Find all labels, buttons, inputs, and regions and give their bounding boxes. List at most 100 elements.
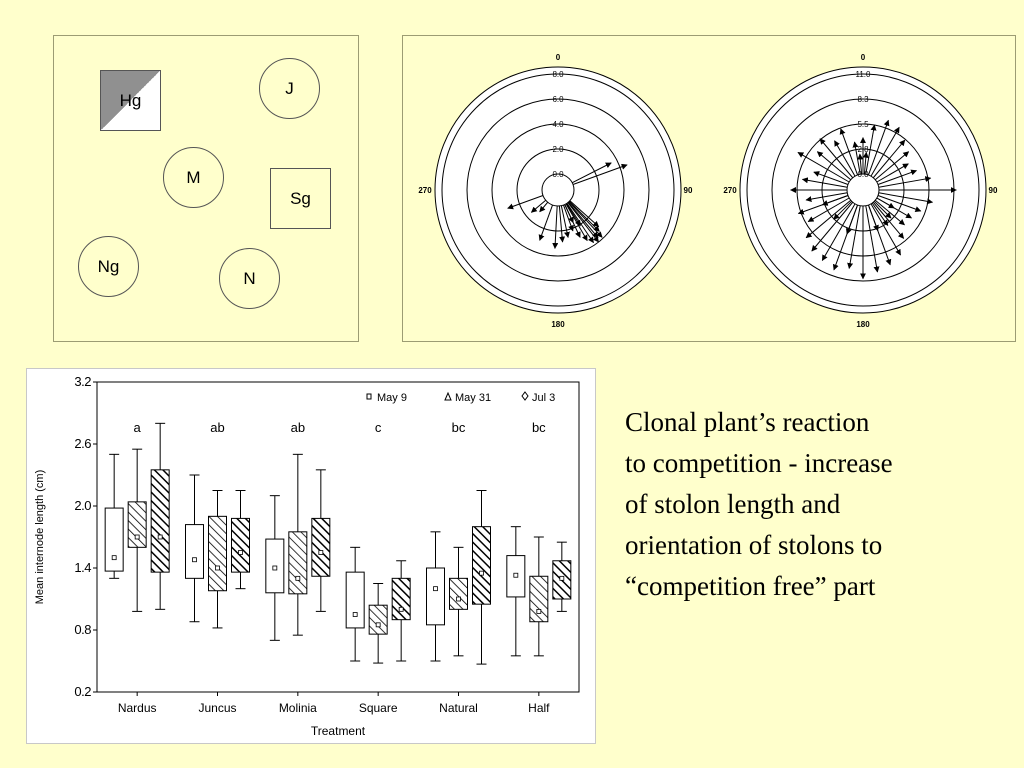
polar-stolon-arrow	[874, 151, 910, 181]
x-tick-label: Juncus	[198, 701, 236, 715]
legend-label: Jul 3	[532, 392, 555, 404]
polar-direction-label: 90	[989, 186, 998, 195]
polar-stolon-arrow	[805, 199, 852, 239]
polar-stolon-arrow	[563, 204, 574, 232]
median-marker	[456, 596, 461, 602]
polar-stolon-arrow	[857, 153, 864, 175]
polar-stolon-arrow	[876, 197, 895, 209]
median-marker	[318, 550, 324, 555]
polar-stolon-arrow	[877, 169, 918, 185]
box-may-31	[368, 583, 388, 664]
plot-hg-square: Hg	[100, 70, 161, 131]
box-iqr	[104, 507, 124, 572]
polar-stolon-arrow	[819, 138, 854, 179]
polar-stolon-arrow	[560, 205, 570, 239]
caption-line: to competition - increase	[625, 448, 893, 478]
polar-stolon-arrow	[839, 128, 858, 176]
polar-grid-ring	[491, 123, 625, 257]
polar-stolon-arrow	[811, 201, 854, 252]
box-jul-3	[391, 560, 411, 662]
polar-stolon-arrow	[862, 151, 869, 175]
polar-stolon-arrow	[865, 205, 880, 273]
y-tick-label: 2.0	[74, 498, 91, 513]
box-iqr	[426, 567, 445, 626]
box-may-9	[426, 531, 445, 662]
polar-stolon-arrow	[552, 205, 559, 250]
x-tick-label: Half	[528, 701, 550, 715]
box-iqr	[231, 517, 250, 573]
polar-stolon-arrow	[845, 204, 858, 235]
y-tick-label: 2.6	[74, 436, 91, 451]
plot-m-circle: M	[163, 147, 224, 208]
median-marker	[272, 565, 278, 571]
box-may-31	[127, 448, 147, 612]
box-iqr	[185, 524, 204, 579]
polar-stolon-arrow	[871, 202, 889, 226]
polar-stolon-arrow	[834, 140, 856, 177]
polar-radial-tick-label: 8.3	[857, 95, 869, 104]
plot-label: Sg	[290, 188, 311, 208]
polar-stolon-arrow	[865, 124, 877, 175]
y-axis-label: Mean internode length (cm)	[34, 470, 46, 605]
polar-stolon-arrow	[868, 204, 879, 232]
median-marker	[295, 575, 301, 581]
median-marker	[513, 572, 519, 578]
box-iqr	[529, 575, 549, 623]
x-axis-label: Treatment	[311, 724, 366, 738]
polar-radial-tick-label: 6.0	[552, 95, 564, 104]
polar-radial-tick-label: 0.0	[552, 170, 564, 179]
box-iqr	[368, 604, 388, 635]
median-marker	[375, 622, 381, 628]
plot-frame	[96, 381, 580, 693]
plot-layout-panel: Hg J M Sg Ng N	[53, 35, 359, 342]
box-iqr	[391, 577, 411, 621]
box-iqr	[288, 531, 308, 595]
polar-stolon-arrow	[813, 171, 849, 185]
polar-stolon-arrow	[870, 203, 901, 256]
plot-sg-square: Sg	[270, 168, 331, 229]
y-tick-label: 3.2	[74, 374, 91, 389]
polar-stolon-arrow	[530, 199, 547, 213]
polar-stolon-arrow	[821, 195, 849, 206]
box-iqr	[449, 577, 468, 610]
median-marker	[192, 557, 197, 563]
plot-label: J	[285, 78, 294, 98]
legend-label: May 9	[377, 392, 407, 404]
polar-stolon-arrow	[833, 200, 853, 220]
polar-direction-label: 0	[556, 53, 561, 62]
polar-radial-tick-label: 8.0	[552, 70, 564, 79]
legend-label: May 31	[455, 392, 491, 404]
slide-caption: Clonal plant’s reaction to competition -…	[625, 402, 1005, 607]
box-may-31	[449, 546, 468, 657]
polar-stolon-arrow	[878, 176, 932, 188]
box-jul-3	[472, 490, 491, 665]
polar-direction-label: 270	[418, 186, 432, 195]
polar-stolon-arrow	[821, 203, 856, 262]
median-marker	[157, 534, 163, 540]
significance-letter: bc	[452, 420, 466, 435]
polar-stolon-arrow	[868, 119, 890, 176]
significance-letter: bc	[532, 420, 546, 435]
median-marker	[134, 534, 140, 540]
polar-grid-ring	[441, 73, 675, 307]
polar-radial-tick-label: 5.5	[857, 120, 869, 129]
caption-line: Clonal plant’s reaction	[625, 407, 870, 437]
x-tick-label: Molinia	[279, 701, 317, 715]
significance-letter: ab	[210, 420, 224, 435]
median-marker	[559, 575, 565, 581]
significance-letter: ab	[291, 420, 305, 435]
polar-radial-tick-label: 4.0	[552, 120, 564, 129]
polar-stolon-arrow	[872, 139, 906, 179]
legend-marker	[444, 391, 452, 401]
box-jul-3	[231, 490, 250, 590]
median-marker	[215, 565, 220, 571]
polar-stolon-arrow	[816, 151, 852, 181]
polar-stolon-arrow	[567, 201, 599, 239]
median-marker	[238, 550, 243, 555]
box-jul-3	[311, 469, 331, 612]
polar-stolon-arrow	[564, 204, 574, 224]
box-iqr	[311, 517, 331, 577]
significance-letter: a	[134, 420, 142, 435]
